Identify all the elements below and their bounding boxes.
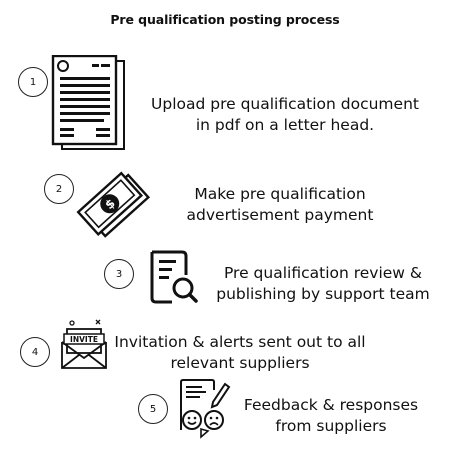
step-1-description: Upload pre qualification document in pdf… [151, 95, 419, 134]
step-number-label: 2 [55, 183, 63, 195]
step-number-label: 3 [115, 268, 123, 280]
payment-money-icon: $ [76, 171, 151, 238]
invitation-envelope-icon: INVITE [61, 319, 107, 369]
step-4-description: Invitation & alerts sent out to all rele… [114, 333, 366, 372]
step-number-label: 4 [31, 346, 39, 358]
review-search-icon [150, 250, 198, 304]
step-number-2: 2 [44, 174, 74, 204]
step-number-label: 5 [149, 403, 157, 415]
step-2-description: Make pre qualification advertisement pay… [186, 185, 374, 224]
step-3-description: Pre qualification review & publishing by… [216, 264, 430, 303]
step-number-5: 5 [138, 394, 168, 424]
step-number-3: 3 [104, 259, 134, 289]
feedback-form-icon [180, 379, 231, 439]
step-5-description: Feedback & responses from suppliers [243, 396, 419, 435]
document-icon [51, 55, 125, 150]
step-number-4: 4 [20, 337, 50, 367]
step-number-1: 1 [18, 67, 48, 97]
invite-badge-label: INVITE [70, 335, 98, 344]
page-title: Pre qualification posting process [110, 12, 340, 27]
step-number-label: 1 [29, 76, 37, 88]
